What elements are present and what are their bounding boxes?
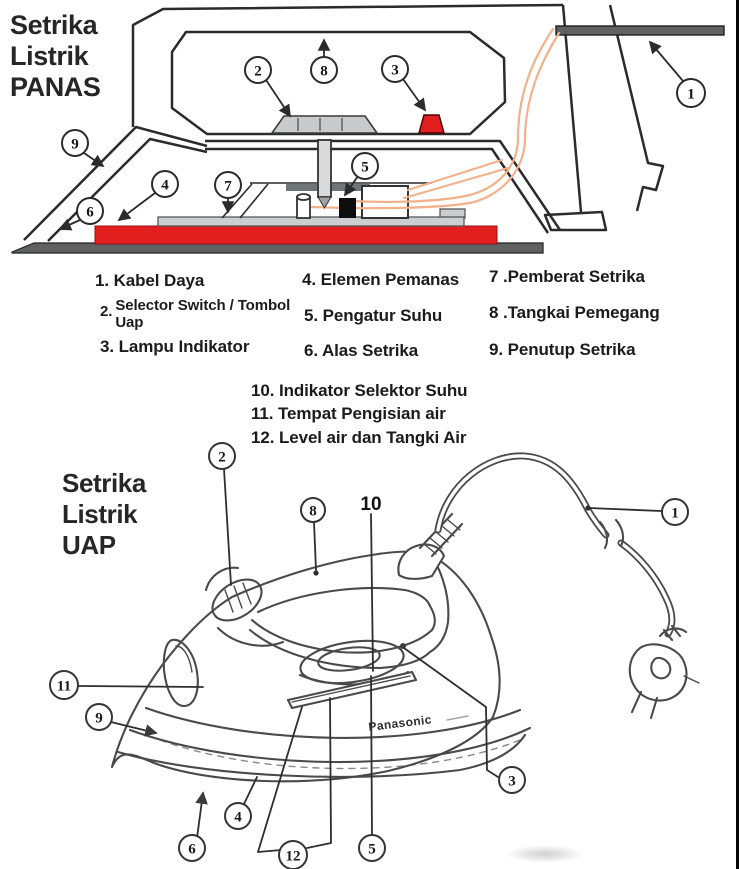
internal-wiring — [310, 27, 561, 210]
page-right-border — [736, 0, 739, 869]
callout-3: 3 — [381, 55, 409, 83]
legend-item-10: 10. Indikator Selektor Suhu — [251, 381, 468, 400]
legend-item-4: 4. Elemen Pemanas — [302, 270, 460, 289]
svg-text:6: 6 — [86, 205, 94, 221]
power-cord-curve — [434, 452, 676, 638]
svg-text:5: 5 — [368, 842, 376, 858]
water-fill-door — [162, 638, 199, 708]
svg-text:2: 2 — [218, 450, 226, 466]
svg-text:1: 1 — [687, 87, 695, 103]
legend-item-5: 5. Pengatur Suhu — [304, 306, 443, 325]
svg-text:9: 9 — [95, 711, 103, 727]
svg-text:4: 4 — [161, 178, 169, 194]
cord-strain-relief — [397, 512, 464, 580]
callout-9: 9 — [61, 129, 89, 157]
legend-item-8: 8 .Tangkai Pemegang — [489, 303, 660, 322]
top-title-line1: Setrika — [10, 10, 98, 40]
svg-text:8: 8 — [320, 64, 328, 80]
callout-6: 6 — [76, 197, 104, 225]
callout-1: 1 — [676, 78, 706, 108]
svg-text:2: 2 — [254, 64, 262, 80]
callout-4: 4 — [151, 170, 179, 198]
svg-text:3: 3 — [508, 774, 516, 790]
dry-iron-cross-section: 9 6 4 7 2 8 3 5 1 — [11, 3, 725, 254]
svg-text:1: 1 — [671, 506, 679, 522]
svg-text:5: 5 — [361, 160, 369, 176]
svg-text:11: 11 — [57, 679, 71, 695]
legend-item-11: 11. Tempat Pengisian air — [251, 404, 446, 423]
svg-text:6: 6 — [188, 842, 196, 858]
model-mark — [446, 715, 469, 721]
bottom-title: Setrika Listrik UAP — [62, 468, 146, 561]
scan-smudge — [505, 845, 585, 863]
callout-8: 8 — [310, 56, 338, 84]
selector-knob — [270, 115, 379, 134]
bottom-title-line1: Setrika — [62, 468, 146, 498]
weight-plate — [157, 208, 466, 227]
svg-text:4: 4 — [234, 810, 242, 826]
thermostat-cylinder — [296, 193, 311, 219]
soleplate-base — [11, 242, 544, 254]
legend-item-3: 3. Lampu Indikator — [100, 337, 250, 356]
callout-8-steam: 8 — [300, 497, 326, 523]
steam-iron-sketch: Panasonic 10 2 8 1 11 9 6 4 12 5 3 — [49, 442, 700, 869]
heating-element — [94, 225, 498, 245]
steam-selector-knob — [204, 566, 285, 647]
callout-4-steam: 4 — [224, 802, 252, 830]
callout-11-steam: 11 — [49, 670, 79, 700]
svg-text:7: 7 — [224, 179, 232, 195]
callout-6-steam: 6 — [178, 834, 206, 862]
top-title: Setrika Listrik PANAS — [10, 10, 101, 103]
top-title-line3: PANAS — [10, 72, 101, 102]
bottom-callout-lines — [77, 468, 662, 853]
brand-label: Panasonic — [368, 712, 433, 734]
handle-rear-column — [543, 4, 665, 232]
legend-item-9: 9. Penutup Setrika — [489, 340, 636, 359]
power-plug — [628, 624, 700, 720]
svg-text:9: 9 — [71, 137, 79, 153]
temperature-regulator-block — [339, 198, 356, 218]
indicator-lamp — [418, 114, 445, 134]
callout-2-steam: 2 — [208, 442, 236, 470]
callout-2: 2 — [244, 56, 272, 84]
label-10: 10 — [360, 494, 381, 515]
power-cord — [555, 25, 725, 36]
callout-1-steam: 1 — [661, 498, 689, 526]
legend-item-2-line2: Uap — [115, 313, 144, 331]
svg-text:3: 3 — [391, 63, 399, 79]
callout-5-steam: 5 — [358, 834, 386, 862]
callout-5: 5 — [351, 152, 379, 180]
bottom-title-line2: Listrik — [62, 499, 138, 529]
selector-shaft — [317, 139, 332, 209]
legend-item-7: 7 .Pemberat Setrika — [489, 267, 645, 286]
svg-text:8: 8 — [309, 504, 317, 520]
legend-item-12: 12. Level air dan Tangki Air — [251, 428, 467, 447]
bottom-title-line3: UAP — [62, 530, 116, 560]
callout-9-steam: 9 — [85, 703, 113, 731]
top-callout-arrows — [58, 38, 684, 231]
legend-item-6: 6. Alas Setrika — [304, 341, 419, 360]
legend-item-2-number: 2. — [100, 303, 113, 320]
callout-7: 7 — [214, 171, 242, 199]
callout-12-steam: 12 — [278, 840, 308, 869]
callout-3-steam: 3 — [498, 766, 526, 794]
legend-item-2: 2. Selector Switch / Tombol Uap — [100, 297, 330, 331]
legend-item-2-line1: Selector Switch / Tombol — [115, 297, 291, 314]
soleplate-seams — [116, 706, 532, 778]
top-title-line2: Listrik — [10, 41, 89, 71]
legend-item-1: 1. Kabel Daya — [95, 271, 205, 290]
svg-text:12: 12 — [286, 849, 301, 865]
iron-body-outline — [110, 550, 501, 783]
